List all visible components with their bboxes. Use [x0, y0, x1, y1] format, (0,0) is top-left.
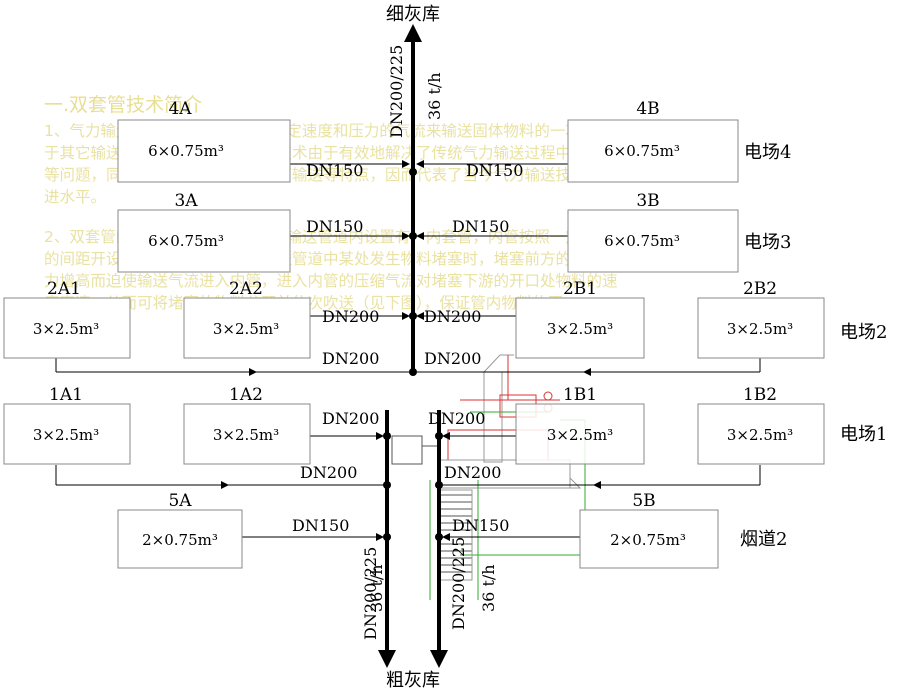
top-pipe-flow: 36 t/h — [425, 72, 444, 120]
dn-label: DN200 — [322, 349, 379, 368]
hopper-box — [697, 297, 825, 359]
hopper-id: 3A — [174, 191, 198, 211]
hopper-capacity: 3×2.5m³ — [213, 320, 279, 338]
field-labels: 电场4 电场3 电场2 电场1 烟道2 — [740, 142, 887, 550]
arrow-head-down-right — [430, 650, 448, 668]
hopper-3A: 3A 6×0.75m³ — [117, 191, 291, 273]
dn-label: DN200 — [428, 409, 485, 428]
field-label: 电场3 — [744, 232, 791, 253]
hopper-2A1: 2A1 3×2.5m³ — [3, 279, 131, 359]
hopper-capacity: 2×0.75m³ — [610, 531, 686, 549]
hopper-id: 1B1 — [563, 385, 597, 405]
dn-label: DN150 — [306, 217, 363, 236]
hopper-id: 2A2 — [229, 279, 263, 299]
hopper-capacity: 3×2.5m³ — [547, 426, 613, 444]
hopper-capacity: 3×2.5m³ — [213, 426, 279, 444]
hopper-box — [515, 297, 645, 359]
hopper-capacity: 3×2.5m³ — [727, 426, 793, 444]
dn-label: DN150 — [292, 516, 349, 535]
hopper-id: 4A — [168, 99, 192, 119]
hopper-box — [117, 509, 243, 569]
overlay-heading: 一.双套管技术简介 — [44, 94, 203, 116]
hopper-capacity: 6×0.75m³ — [148, 142, 224, 160]
hopper-2B2: 2B2 3×2.5m³ — [697, 279, 825, 359]
bottom-left-pipe-spec: DN200/225 — [361, 547, 380, 640]
top-destination-label: 细灰库 — [386, 4, 440, 25]
dn-label: DN150 — [306, 161, 363, 180]
bottom-right-pipe-spec: DN200/225 — [449, 537, 468, 630]
hopper-1B2: 1B2 3×2.5m³ — [697, 385, 825, 465]
dn-label: DN200 — [322, 409, 379, 428]
hopper-2B1: 2B1 3×2.5m³ — [515, 279, 645, 359]
hopper-capacity: 3×2.5m³ — [33, 426, 99, 444]
hopper-capacity: 3×2.5m³ — [547, 320, 613, 338]
hopper-box — [567, 119, 739, 183]
hopper-2A2: 2A2 3×2.5m³ — [183, 279, 311, 359]
bottom-destination-label: 粗灰库 — [386, 670, 440, 690]
hopper-box — [183, 403, 311, 465]
dn-label: DN200 — [444, 463, 501, 482]
hopper-id: 2B2 — [743, 279, 777, 299]
hopper-box — [567, 209, 739, 273]
hopper-id: 1A1 — [49, 385, 83, 405]
hopper-group: 4A 6×0.75m³ 4B 6×0.75m³ 3A 6×0.75m³ 3B 6… — [3, 99, 825, 569]
hopper-capacity: 6×0.75m³ — [148, 232, 224, 250]
bottom-left-pipe-flow: 36 t/h — [367, 564, 386, 612]
field-label: 电场4 — [744, 142, 791, 163]
dn-label: DN200 — [424, 349, 481, 368]
hopper-id: 1B2 — [743, 385, 777, 405]
hopper-5B: 5B 2×0.75m³ — [579, 491, 719, 569]
hopper-box — [183, 297, 311, 359]
hopper-1B1: 1B1 3×2.5m³ — [515, 385, 645, 465]
pipe-junctions — [383, 168, 443, 541]
hopper-5A: 5A 2×0.75m³ — [117, 491, 243, 569]
hopper-1A1: 1A1 3×2.5m³ — [3, 385, 131, 465]
dn-label: DN150 — [466, 161, 523, 180]
hopper-box — [3, 403, 131, 465]
hopper-box — [697, 403, 825, 465]
field-label: 电场1 — [840, 424, 887, 445]
dn-label: DN150 — [452, 516, 509, 535]
hopper-box — [515, 403, 645, 465]
hopper-3B: 3B 6×0.75m³ — [567, 191, 739, 273]
overlay-line: 力增高而迫使输送气流进入内管，进入内管的压缩气流对堵塞下游的开口处物料的速 — [44, 272, 618, 290]
arrow-head-up — [404, 24, 422, 42]
field-label: 电场2 — [840, 322, 887, 343]
hopper-id: 5A — [168, 491, 192, 511]
branch-lines — [55, 160, 761, 541]
hopper-capacity: 6×0.75m³ — [604, 232, 680, 250]
overlay-line: 进水平。 — [44, 188, 107, 206]
dn-label: DN200 — [322, 307, 379, 326]
dn-label: DN200 — [424, 307, 481, 326]
hopper-id: 1A2 — [229, 385, 263, 405]
hopper-id: 2A1 — [47, 279, 81, 299]
arrow-head-down-left — [378, 650, 396, 668]
hopper-id: 5B — [632, 491, 655, 511]
hopper-id: 3B — [636, 191, 659, 211]
dn-label: DN200 — [300, 463, 357, 482]
hopper-box — [117, 119, 291, 183]
hopper-capacity: 3×2.5m³ — [727, 320, 793, 338]
hopper-box — [579, 509, 719, 569]
hopper-id: 2B1 — [563, 279, 597, 299]
top-pipe-spec: DN200/225 — [387, 45, 406, 138]
hopper-box — [3, 297, 131, 359]
hopper-4A: 4A 6×0.75m³ — [117, 99, 291, 183]
hopper-box — [117, 209, 291, 273]
bottom-right-pipe-flow: 36 t/h — [479, 564, 498, 612]
hopper-capacity: 2×0.75m³ — [142, 531, 218, 549]
hopper-capacity: 6×0.75m³ — [604, 142, 680, 160]
hopper-1A2: 1A2 3×2.5m³ — [183, 385, 311, 465]
hopper-4B: 4B 6×0.75m³ — [567, 99, 739, 183]
pipe-size-labels: DN150 DN150 DN150 DN150 DN200 DN200 DN20… — [292, 161, 523, 535]
dn-label: DN150 — [452, 217, 509, 236]
hopper-capacity: 3×2.5m³ — [33, 320, 99, 338]
field-label: 烟道2 — [740, 529, 787, 550]
hopper-id: 4B — [636, 99, 659, 119]
